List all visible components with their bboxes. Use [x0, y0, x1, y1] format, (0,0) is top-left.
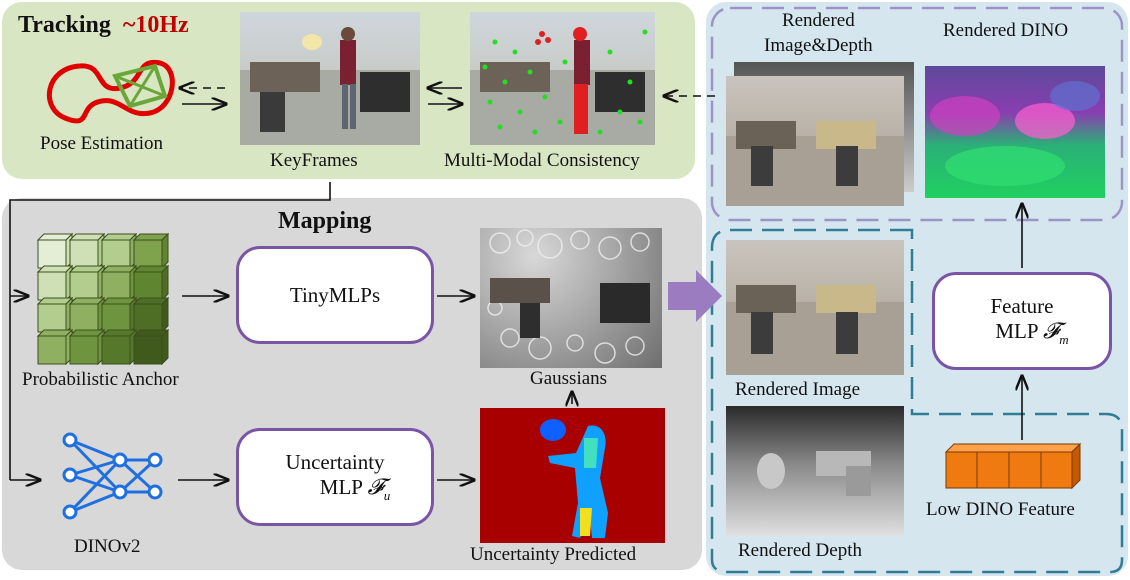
rendered-image-depth-label: Rendered Image&Depth	[764, 10, 873, 56]
anchor-cube-side	[161, 264, 169, 302]
uncertainty-mlp-box: Uncertainty MLP 𝓕u	[236, 428, 434, 526]
uncertainty-label: Uncertainty	[285, 450, 385, 474]
consistency-label: Multi-Modal Consistency	[444, 150, 640, 171]
anchor-cube	[37, 335, 67, 365]
anchor-cube-side	[161, 232, 169, 270]
mapping-title: Mapping	[278, 208, 372, 234]
feature-label: Feature	[990, 294, 1054, 318]
rendered-depth-label: Rendered Depth	[738, 540, 862, 561]
tracking-title: Tracking ~10Hz	[18, 12, 189, 38]
consistency-image	[470, 12, 655, 145]
anchor-cube	[101, 335, 131, 365]
anchor-cube	[133, 239, 163, 269]
anchor-label: Probabilistic Anchor	[22, 369, 179, 390]
anchor-cube	[101, 303, 131, 333]
tinymlps-label: TinyMLPs	[289, 282, 381, 307]
rendered-image-stack-front	[726, 76, 904, 206]
feature-mlp-box: Feature MLP 𝓕m	[932, 272, 1112, 370]
anchor-cube	[101, 239, 131, 269]
low-dino-feature-icon	[944, 442, 1082, 490]
uncertainty-f-subscript: u	[383, 488, 391, 503]
anchor-cube	[133, 335, 163, 365]
keyframes-label: KeyFrames	[270, 150, 358, 171]
rendered-dino-image	[925, 66, 1105, 198]
uncertainty-predicted-label: Uncertainty Predicted	[470, 544, 637, 565]
pose-estimation-label: Pose Estimation	[40, 133, 163, 154]
gaussians-label: Gaussians	[530, 368, 608, 389]
anchor-cube	[133, 303, 163, 333]
gaussians-image	[480, 228, 662, 368]
anchor-cube-side	[161, 328, 169, 366]
anchor-cube-side	[161, 296, 169, 334]
anchor-cube	[37, 239, 67, 269]
neural-network-icon	[62, 432, 163, 520]
rendered-dino-label: Rendered DINO	[943, 20, 1069, 41]
anchor-cube	[69, 335, 99, 365]
feature-mlp-text: MLP	[995, 319, 1038, 343]
uncertainty-f-symbol: 𝓕	[367, 475, 384, 500]
anchor-cube	[37, 271, 67, 301]
rendered-image	[726, 240, 904, 375]
anchor-cube	[69, 271, 99, 301]
tinymlps-box: TinyMLPs	[236, 246, 434, 344]
anchor-cube	[69, 303, 99, 333]
anchor-cube	[133, 271, 163, 301]
keyframe-image	[240, 12, 420, 145]
tracking-rate: ~10Hz	[122, 12, 189, 38]
anchor-cube	[69, 239, 99, 269]
uncertainty-mlp-text: MLP	[319, 475, 363, 499]
rendered-image-label: Rendered Image	[735, 379, 861, 400]
pose-trajectory-icon	[47, 59, 175, 124]
dinov2-label: DINOv2	[74, 536, 141, 557]
feature-f-symbol: 𝓕	[1043, 319, 1060, 344]
anchor-cube	[101, 271, 131, 301]
rendered-depth-image	[726, 406, 904, 536]
uncertainty-map-image	[480, 408, 665, 543]
anchor-cubes-icon	[36, 232, 170, 366]
anchor-cube	[37, 303, 67, 333]
feature-f-subscript: m	[1059, 332, 1069, 347]
low-dino-feature-label: Low DINO Feature	[926, 499, 1075, 520]
